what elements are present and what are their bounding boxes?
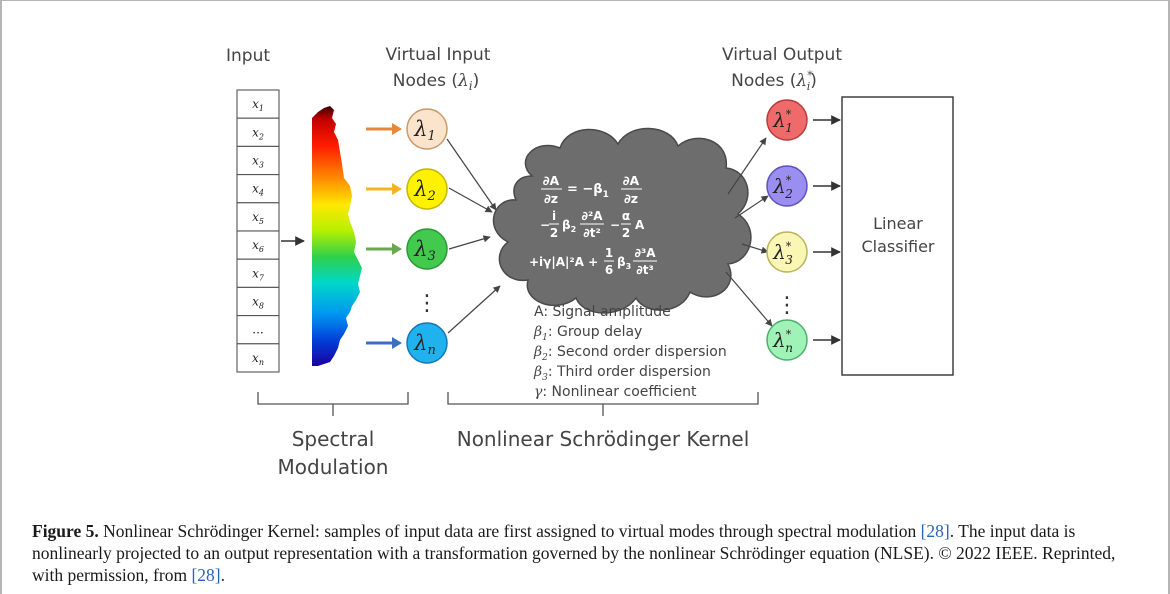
virtual-output-node (766, 319, 808, 361)
spectral-brace (257, 392, 409, 416)
legend-item: β3: Third order dispersion (533, 364, 711, 383)
svg-text:∂³A: ∂³A (634, 246, 656, 260)
spectral-modulation-label-line2: Modulation (278, 455, 389, 479)
caption-text-1: Nonlinear Schrödinger Kernel: samples of… (98, 521, 921, 541)
virtual-output-node-label: λ*3 (772, 240, 793, 267)
svg-text:6: 6 (605, 263, 613, 277)
caption-figure-label: Figure 5. (32, 521, 99, 541)
virtual-input-label-line2: Nodes (λi) (393, 71, 480, 93)
virtual-input-node (406, 228, 448, 270)
legend-item: A: Signal amplitude (534, 304, 671, 320)
input-cell-label: x7 (252, 266, 265, 282)
svg-text:∂A: ∂A (623, 173, 640, 188)
virtual-output-node (766, 99, 808, 141)
input-node-arrowhead (392, 123, 402, 135)
input-cell (236, 145, 280, 176)
nlse-kernel-cloud (492, 127, 752, 314)
input-cell (236, 202, 280, 232)
node-to-kernel-arrows (446, 138, 501, 334)
svg-text:i: i (552, 209, 556, 223)
virtual-input-nodes: λ1 λ2 λ3 λn (406, 108, 448, 364)
spectral-modulation-label-line1: Spectral (292, 427, 375, 451)
legend-item: β2: Second order dispersion (533, 344, 727, 363)
virtual-output-label-line1: Virtual Output (722, 45, 842, 65)
virtual-output-node (766, 231, 808, 273)
output-nodes-ellipsis: ⋮ (776, 293, 798, 318)
virtual-input-node-label: λn (413, 331, 436, 358)
input-node-arrowhead (392, 243, 402, 255)
kernel-to-output-arrows (725, 137, 773, 327)
input-cell (236, 258, 280, 288)
input-cell-label: x2 (252, 125, 264, 141)
svg-text:∂A: ∂A (543, 173, 560, 188)
input-cell-label: x3 (252, 154, 264, 170)
legend-item: γ: Nonlinear coefficient (534, 384, 697, 400)
caption-ref-1[interactable]: [28] (920, 521, 950, 541)
virtual-input-node (406, 168, 448, 210)
input-node-arrowhead (392, 183, 402, 195)
virtual-input-node-label: λ2 (413, 177, 436, 204)
input-cell-label: x1 (252, 97, 264, 113)
svg-text:+iγ|A|²A +: +iγ|A|²A + (529, 255, 598, 269)
frame-left-border (0, 0, 2, 594)
virtual-output-node (766, 165, 808, 207)
virtual-output-node-label: λ*1 (772, 108, 793, 135)
classifier-label-line1: Linear (873, 214, 923, 233)
virtual-input-node (406, 322, 448, 364)
svg-text:∂z: ∂z (624, 191, 638, 206)
virtual-input-node-label: λ1 (413, 117, 436, 144)
input-cell-label: x8 (252, 295, 264, 311)
input-node-arrows (366, 123, 402, 349)
spectral-modulation-shape (312, 106, 362, 366)
input-cell-label: x6 (252, 238, 264, 254)
caption-ref-2[interactable]: [28] (191, 565, 221, 585)
nlse-equation: ∂A ∂z = −β1 ∂A ∂z − i 2 β2 ∂²A ∂t² − α (529, 173, 657, 277)
svg-text:∂z: ∂z (544, 191, 558, 206)
virtual-input-label-line1: Virtual Input (386, 45, 491, 65)
nlse-kernel-label: Nonlinear Schrödinger Kernel (457, 427, 750, 451)
caption-text-3: . (220, 565, 225, 585)
svg-text:−: − (540, 218, 550, 232)
svg-text:A: A (635, 218, 645, 232)
linear-classifier-box (841, 96, 954, 376)
input-cell-label: xn (252, 351, 264, 367)
input-column: x1 x2 x3 x4 x5 x6 x7 x8... xn (236, 89, 280, 373)
legend-item: β1: Group delay (533, 324, 642, 343)
classifier-label-line2: Classifier (861, 237, 934, 256)
svg-text:2: 2 (550, 226, 558, 240)
svg-text:∂²A: ∂²A (581, 209, 603, 223)
input-cell-label: x4 (252, 182, 264, 198)
caption-text-2: . The input data is nonlinearly projecte… (32, 521, 1116, 585)
svg-text:∂t³: ∂t³ (636, 263, 654, 277)
output-to-classifier-arrows (813, 115, 841, 345)
svg-text:β3: β3 (617, 255, 631, 271)
svg-text:−: − (610, 218, 620, 232)
svg-text:= −β1: = −β1 (567, 182, 609, 200)
frame-right-border (1168, 0, 1170, 594)
svg-text:α: α (622, 209, 630, 223)
input-label: Input (226, 46, 270, 66)
svg-text:2: 2 (622, 226, 630, 240)
virtual-output-nodes: λ*1 λ*2 λ*3 λ*n (766, 99, 808, 361)
input-node-arrowhead (392, 337, 402, 349)
input-cell-label: ... (252, 323, 263, 337)
svg-text:∂t²: ∂t² (583, 226, 601, 240)
virtual-output-label-line2: Nodes (λ*i) (731, 69, 817, 93)
virtual-input-node-label: λ3 (413, 237, 436, 264)
input-nodes-ellipsis: ⋮ (416, 291, 438, 316)
virtual-input-node (406, 108, 448, 150)
figure-caption: Figure 5. Nonlinear Schrödinger Kernel: … (32, 520, 1132, 586)
input-cell-label: x5 (252, 210, 264, 226)
kernel-brace (447, 392, 759, 416)
virtual-output-node-label: λ*2 (772, 174, 793, 201)
svg-text:1: 1 (605, 246, 613, 260)
virtual-output-node-label: λ*n (772, 328, 793, 355)
input-cell (236, 343, 280, 373)
frame-top-border (0, 0, 1170, 1)
svg-text:β2: β2 (562, 218, 576, 234)
input-cell (236, 286, 280, 317)
